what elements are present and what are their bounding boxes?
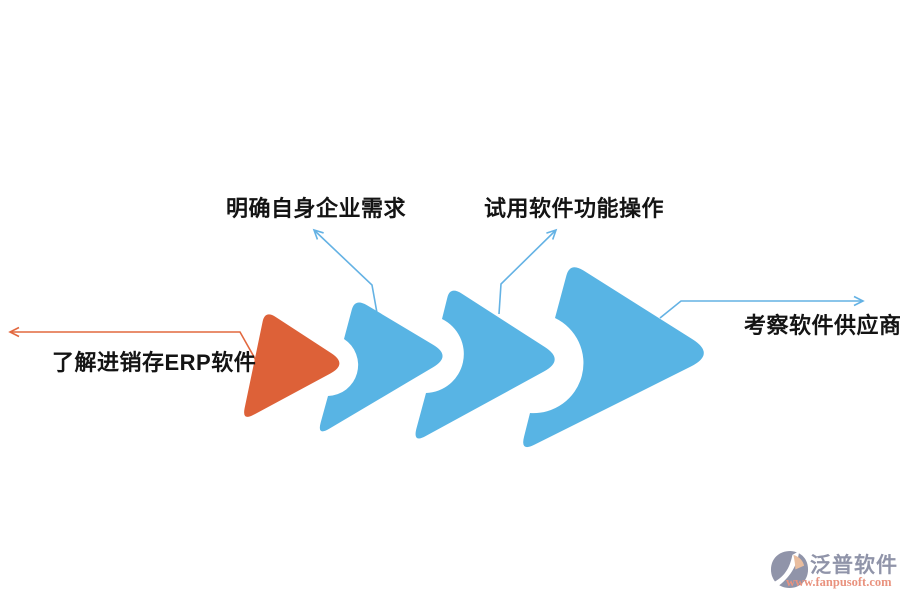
step-4-label: 考察软件供应商 [744,313,900,338]
step-4-arrow-shape [523,267,704,448]
step-1-connector-line [8,326,259,365]
step-3-label: 试用软件功能操作 [484,196,665,221]
step-1-arrow-shape [244,314,340,417]
step-3-arrow-shape [415,290,555,439]
brand-url: www.fanpusoft.com [786,575,892,589]
step-2-label: 明确自身企业需求 [226,196,407,221]
brand-name: 泛普软件 [810,554,898,577]
step-2-connector-line [312,228,378,314]
step-4-connector-line [659,295,865,319]
step-1-label: 了解进销存ERP软件 [52,350,257,375]
step-2-arrow-shape [319,302,443,432]
brand-watermark: 泛普软件 www.fanpusoft.com [770,548,900,594]
brand-logo-icon [770,550,809,589]
step-3-connector-line [498,228,558,315]
